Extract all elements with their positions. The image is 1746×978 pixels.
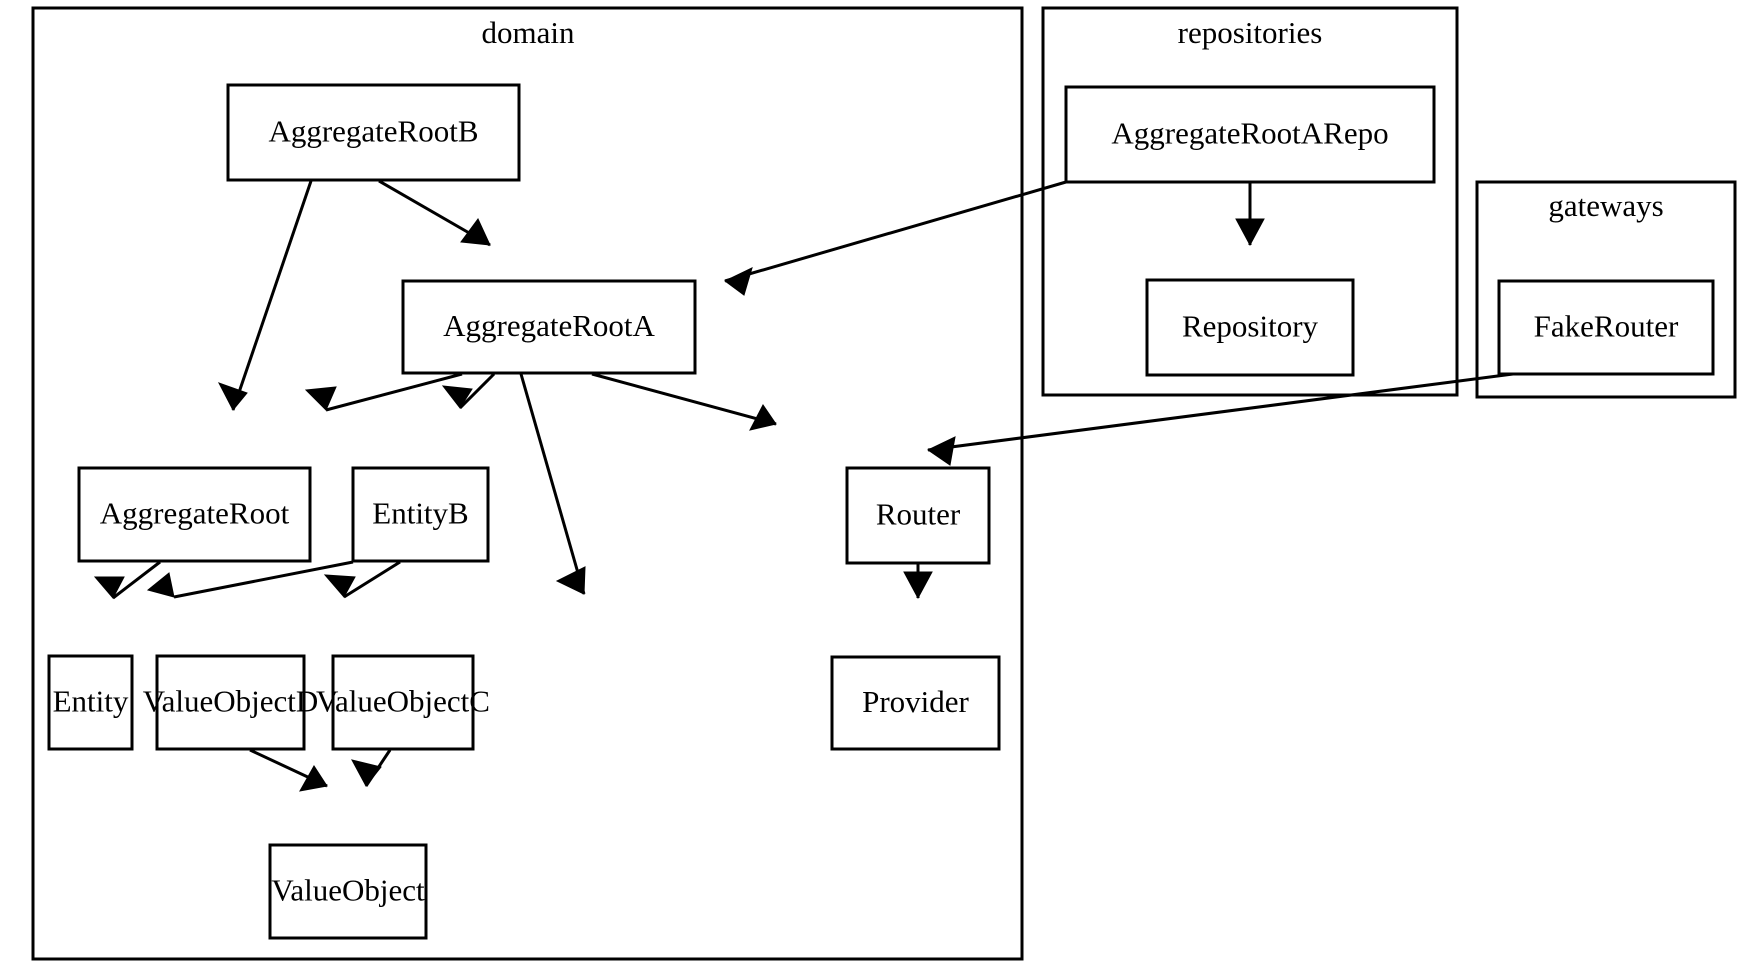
edge-FakeRouter-to-Router [927,372,1514,466]
edge-AggregateRootA-to-ValueObjectC [519,373,586,595]
arrowhead-icon [351,759,382,787]
cluster-label-domain: domain [482,15,575,50]
edge-AggregateRootB-to-AggregateRootA [378,179,491,247]
node-box-Provider[interactable] [830,655,1001,751]
edge-AggregateRootB-to-AggregateRoot [217,180,313,411]
arrowhead-icon [749,404,777,431]
cluster-border-domain [31,6,1024,961]
cluster-label-repositories: repositories [1178,15,1323,50]
node-box-AggregateRootARepo[interactable] [1064,85,1436,184]
node-box-Repository[interactable] [1145,278,1355,377]
arrowhead-icon [927,436,956,466]
node-ValueObject[interactable]: ValueObject [268,843,428,940]
node-AggregateRootB[interactable]: AggregateRootB [226,83,521,182]
edges-layer [93,179,1514,792]
edge-AggregateRootA-to-Router [591,372,777,431]
node-Router[interactable]: Router [845,466,991,565]
node-label-AggregateRootARepo: AggregateRootARepo [1111,116,1388,151]
node-Entity[interactable]: Entity [47,654,134,751]
arrowhead-icon [146,572,175,598]
node-label-ValueObjectD: ValueObjectD [143,684,319,719]
edge-Router-to-Provider [903,563,933,600]
arrowhead-icon [304,386,337,411]
arrowhead-icon [903,571,933,600]
cluster-border-gateways [1475,180,1737,399]
edge-AggregateRootA-to-AggregateRoot [304,372,463,412]
node-label-AggregateRoot: AggregateRoot [100,496,290,531]
edge-line [724,180,1067,283]
node-AggregateRootARepo[interactable]: AggregateRootARepo [1064,85,1436,184]
node-box-AggregateRootA[interactable] [401,279,697,375]
node-label-AggregateRootB: AggregateRootB [268,114,478,149]
node-EntityB[interactable]: EntityB [351,466,490,563]
node-label-FakeRouter: FakeRouter [1534,309,1679,344]
arrowhead-icon [299,765,328,792]
node-Provider[interactable]: Provider [830,655,1001,751]
nodes-layer: AggregateRootB AggregateRootA AggregateRoo… [47,83,1715,940]
arrowhead-icon [555,566,586,595]
cluster-domain: domain [31,6,1024,961]
node-AggregateRootA[interactable]: AggregateRootA [401,279,697,375]
node-box-ValueObject[interactable] [268,843,428,940]
node-box-AggregateRoot[interactable] [77,466,312,563]
edge-EntityB-to-Entity [146,560,354,599]
node-box-FakeRouter[interactable] [1497,279,1715,376]
node-label-EntityB: EntityB [372,496,468,531]
edge-line [458,372,496,410]
edge-line [173,560,354,599]
edge-AggregateRootARepo-to-AggregateRootA [724,180,1067,296]
node-box-ValueObjectC[interactable] [331,654,475,751]
edge-ValueObjectD-to-ValueObject [249,748,328,792]
node-ValueObjectC[interactable]: ValueObjectC [316,654,490,751]
edge-line [591,372,777,426]
edge-AggregateRootA-to-EntityB [441,372,496,410]
edge-line [112,560,161,600]
node-box-Entity[interactable] [47,654,134,751]
node-box-EntityB[interactable] [351,466,490,563]
node-box-Router[interactable] [845,466,991,565]
node-AggregateRoot[interactable]: AggregateRoot [77,466,312,563]
edge-line [927,372,1514,452]
node-box-ValueObjectD[interactable] [155,654,306,751]
edge-line [325,372,463,412]
edge-line [231,180,313,411]
cluster-label-gateways: gateways [1548,188,1663,223]
arrowhead-icon [1235,218,1265,247]
clusters-layer: domain repositories gateways [31,6,1737,961]
edge-ValueObjectC-to-ValueObject [351,749,392,787]
edge-EntityB-to-ValueObjectD [323,560,401,599]
arrowhead-icon [724,267,753,296]
edge-AggregateRoot-to-Entity [93,560,161,600]
arrowhead-icon [217,382,248,411]
node-label-Entity: Entity [53,684,129,719]
arrowhead-icon [93,576,125,599]
node-box-AggregateRootB[interactable] [226,83,521,182]
arrowhead-icon [460,218,491,246]
edge-line [519,373,586,595]
node-Repository[interactable]: Repository [1145,278,1355,377]
node-label-Repository: Repository [1182,309,1319,344]
arrowhead-icon [323,574,356,598]
node-label-Provider: Provider [862,684,969,719]
edge-AggregateRootARepo-to-Repository [1235,182,1265,247]
cluster-border-repositories [1041,6,1459,397]
node-label-ValueObject: ValueObject [271,873,425,908]
node-label-ValueObjectC: ValueObjectC [316,684,490,719]
arrowhead-icon [441,385,473,409]
cluster-repositories: repositories [1041,6,1459,397]
cluster-gateways: gateways [1475,180,1737,399]
node-label-AggregateRootA: AggregateRootA [443,308,655,343]
node-ValueObjectD[interactable]: ValueObjectD [143,654,319,751]
edge-line [343,560,401,599]
node-FakeRouter[interactable]: FakeRouter [1497,279,1715,376]
node-label-Router: Router [876,497,961,532]
